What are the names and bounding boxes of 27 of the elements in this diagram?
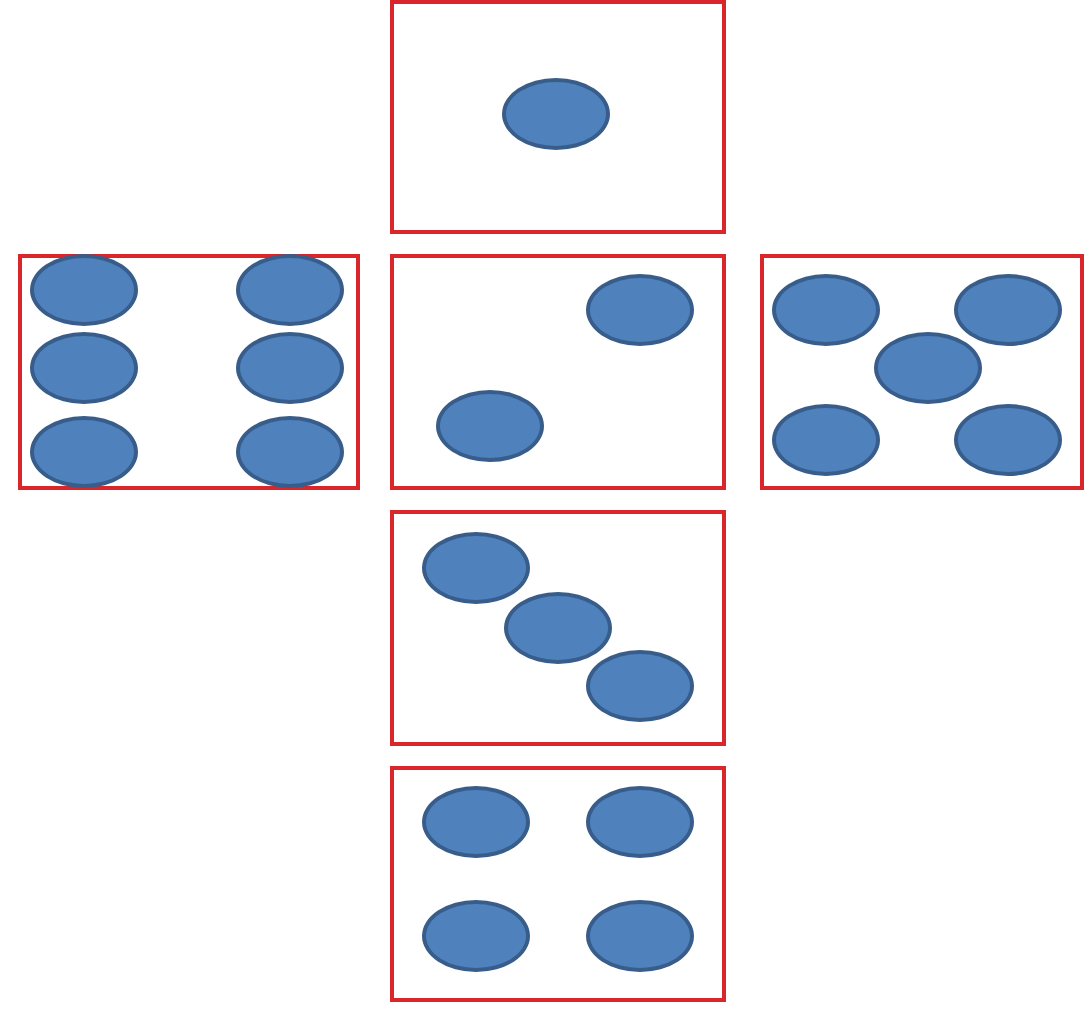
pip: [586, 900, 694, 972]
pip: [772, 274, 880, 346]
pip: [236, 254, 344, 326]
die-face: [18, 254, 360, 490]
pip: [954, 404, 1062, 476]
die-face: [760, 254, 1084, 490]
pip: [422, 532, 530, 604]
pip: [30, 254, 138, 326]
pip: [874, 332, 982, 404]
pip: [586, 786, 694, 858]
pip: [772, 404, 880, 476]
pip: [422, 786, 530, 858]
pip: [236, 416, 344, 488]
die-face: [390, 766, 726, 1002]
die-face: [390, 0, 726, 234]
pip: [504, 592, 612, 664]
pip: [954, 274, 1062, 346]
pip: [586, 650, 694, 722]
pip: [586, 274, 694, 346]
die-face: [390, 254, 726, 490]
pip: [422, 900, 530, 972]
die-face: [390, 510, 726, 746]
pip: [436, 390, 544, 462]
pip: [236, 332, 344, 404]
pip: [502, 78, 610, 150]
pip: [30, 416, 138, 488]
pip: [30, 332, 138, 404]
